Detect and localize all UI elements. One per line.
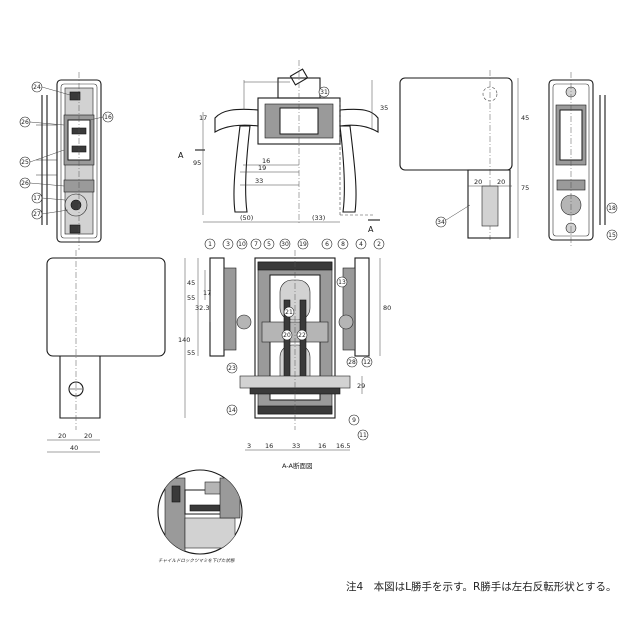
balloon: 3	[226, 241, 230, 248]
dim-text: 33	[255, 177, 263, 185]
cover-dimensions: 20 20 45 75 34	[435, 114, 529, 228]
dim-text: 55	[187, 294, 195, 302]
balloon: 7	[254, 241, 258, 248]
drawing-note: 注4 本図はL勝手を示す。R勝手は左右反転形状とする。	[346, 581, 617, 593]
dim-text: 20	[84, 432, 92, 440]
balloon: 11	[359, 432, 367, 439]
balloon: 24	[33, 84, 41, 91]
balloon: 23	[228, 365, 236, 372]
dim-text: 32.3	[195, 304, 209, 312]
balloon: 6	[325, 241, 329, 248]
dim-text: 20	[58, 432, 66, 440]
detail-view: チャイルドロックツマミを下げた状態	[157, 469, 243, 564]
dim-text: 3	[247, 442, 251, 450]
balloon: 30	[281, 241, 289, 248]
balloon: 21	[285, 309, 293, 316]
balloon: 4	[359, 241, 363, 248]
left-escutcheon-view	[36, 72, 102, 250]
balloon: 8	[341, 241, 345, 248]
dim-text: 45	[187, 279, 195, 287]
balloon: 9	[352, 417, 356, 424]
dim-text: 20	[474, 178, 482, 186]
dim-text: 80	[383, 304, 391, 312]
balloon: 31	[320, 89, 328, 96]
section-label: A-A断面図	[282, 461, 312, 470]
balloon: 13	[338, 279, 346, 286]
detail-caption: チャイルドロックツマミを下げた状態	[158, 558, 235, 564]
handle-view	[195, 60, 380, 225]
balloon: 15	[608, 232, 616, 239]
dim-text: 95	[193, 159, 201, 167]
balloon: 26	[21, 180, 29, 187]
balloon: 34	[437, 219, 445, 226]
dim-text: (50)	[240, 214, 253, 222]
handle-dimensions: 17 35 95 16 19 33 (50) (33) A A 31	[178, 86, 388, 234]
section-mark: A	[178, 151, 184, 160]
balloon: 19	[299, 241, 307, 248]
balloon: 27	[33, 211, 41, 218]
dim-text: 75	[521, 184, 529, 192]
dim-text: 16	[318, 442, 326, 450]
dim-text: 55	[187, 349, 195, 357]
balloon: 2	[377, 241, 381, 248]
cover-plate-view	[399, 70, 519, 240]
balloon: 12	[363, 359, 371, 366]
dim-text: 17	[199, 114, 207, 122]
balloon: 14	[228, 407, 236, 414]
balloon: 18	[608, 205, 616, 212]
dim-text: 20	[497, 178, 505, 186]
balloon: 28	[348, 359, 356, 366]
section-mark: A	[368, 225, 374, 234]
balloon: 25	[21, 159, 29, 166]
dim-text: 33	[292, 442, 300, 450]
balloon: 10	[238, 241, 246, 248]
dim-text: 29	[357, 382, 365, 390]
balloon: 20	[283, 332, 291, 339]
balloon: 22	[298, 332, 306, 339]
right-escutcheon-view: 18 15	[548, 72, 618, 248]
dim-text: 35	[380, 104, 388, 112]
dim-text: 45	[521, 114, 529, 122]
balloon: 5	[267, 241, 271, 248]
balloon: 1	[208, 241, 212, 248]
balloon: 17	[33, 195, 41, 202]
plate-view	[46, 250, 186, 453]
section-dimensions: 45 55 32.3 17 55 80 29 3 16 33 16 16.5 A…	[187, 279, 391, 470]
plate-dimensions: 20 20 40 140	[58, 336, 190, 452]
dim-text: 16	[265, 442, 273, 450]
balloon: 26	[21, 119, 29, 126]
dim-text: 16	[262, 157, 270, 165]
balloon: 16	[104, 114, 112, 121]
dim-text: 17	[203, 289, 211, 297]
dim-text: (33)	[312, 214, 325, 222]
section-balloons: 1 3 10 7 5 30 19 6 8 4 2 13 28 12 9 11 1…	[204, 238, 385, 441]
dim-text: 40	[70, 444, 78, 452]
left-escutcheon-balloons: 24 16 26 25 26 17 27	[19, 81, 114, 220]
dim-text: 19	[258, 164, 266, 172]
dim-text: 16.5	[336, 442, 350, 450]
dim-text: 140	[178, 336, 190, 344]
